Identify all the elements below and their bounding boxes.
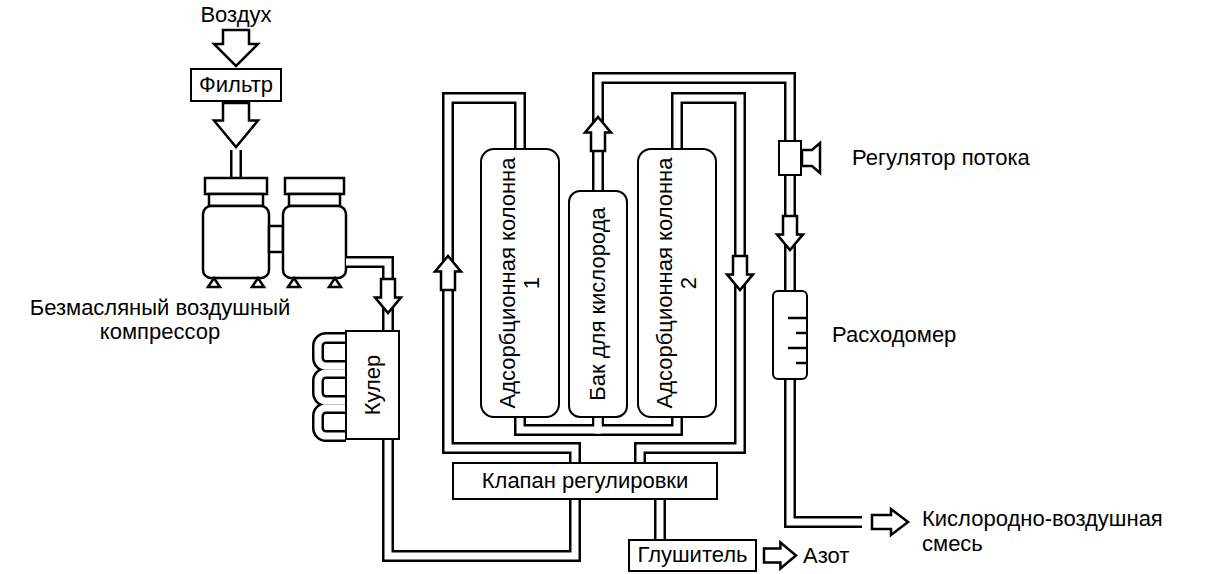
- adsorption-column: Адсорбционная колонна 1: [480, 148, 560, 418]
- pipe-connector-inner: [520, 418, 598, 430]
- node-label: Кулер: [360, 338, 384, 432]
- pipe-connector-inner: [448, 98, 575, 462]
- oxygen-out-arrow: [872, 509, 908, 535]
- node-label: Адсорбционная колонна 2: [653, 156, 701, 410]
- cooler-coil: [318, 338, 346, 366]
- pipe-connector: [598, 418, 677, 430]
- output-pipe: [790, 380, 862, 522]
- compressor-link: [269, 226, 283, 252]
- node-label: Расходомер: [832, 323, 956, 347]
- flow-arrow: [727, 256, 753, 290]
- node-label: Бак для кислорода: [586, 198, 610, 410]
- cooler-coil: [318, 373, 347, 401]
- node-label: Глушитель: [637, 543, 747, 567]
- output-label: Кислородно-воздушная смесь: [922, 506, 1222, 557]
- compressor-figure: [203, 178, 346, 287]
- node-label: Безмасляный воздушный компрессор: [10, 296, 310, 344]
- cooler-coil: [318, 408, 347, 436]
- adsorption-column: Адсорбционная колонна 2: [637, 148, 717, 418]
- pipe-outline: [346, 78, 790, 556]
- compressor-cap: [205, 178, 267, 194]
- cooler-coil: [318, 373, 346, 401]
- pipe-inner: [236, 148, 862, 522]
- scale-tick: [788, 347, 808, 350]
- compressor-foot: [288, 278, 300, 287]
- cooler-coil: [318, 338, 347, 366]
- air-arrow: [214, 30, 258, 66]
- block-arrow: [214, 103, 258, 147]
- compressor-foot: [208, 278, 220, 287]
- pipe-inner: [346, 78, 790, 556]
- node-label: Адсорбционная колонна 1: [496, 156, 544, 410]
- compressor-foot: [329, 278, 341, 287]
- compressor-cap: [285, 178, 344, 194]
- compressor-foot: [252, 278, 264, 287]
- pipe-connector: [520, 418, 598, 430]
- nitrogen-label: Азот: [803, 543, 923, 568]
- muffler-box: Глушитель: [628, 539, 757, 572]
- pipe-connector-inner: [657, 500, 664, 539]
- compressor-band: [289, 194, 340, 206]
- output-pipe: [790, 378, 862, 522]
- flow-arrow: [375, 279, 401, 313]
- pipe-connector: [448, 98, 575, 462]
- oxygen-tank: Бак для кислорода: [568, 190, 628, 418]
- cooler-box: Кулер: [345, 330, 400, 440]
- flowmeter-scale: [788, 318, 808, 363]
- compressor-body: [283, 206, 346, 278]
- flow-arrow: [585, 117, 611, 151]
- node-label: Фильтр: [199, 73, 273, 97]
- compressor-band: [209, 194, 263, 206]
- flow-regulator: Регулятор потока: [778, 140, 802, 176]
- flow-arrow: [435, 256, 461, 290]
- filter-box: Фильтр: [190, 68, 282, 102]
- compressor: Безмасляный воздушный компрессор: [196, 148, 346, 290]
- regulator-knob: [802, 143, 820, 173]
- pipe-connector: [654, 500, 666, 539]
- compressor-body: [203, 206, 269, 278]
- control-valve: Клапан регулировки: [452, 462, 718, 500]
- node-label: Регулятор потока: [852, 146, 1030, 170]
- cooler-coil: [318, 408, 346, 436]
- air-label: Воздух: [136, 2, 336, 27]
- flowmeter: Расходомер: [772, 290, 808, 380]
- pipe-connector-inner: [598, 418, 677, 430]
- flow-arrow: [777, 216, 803, 250]
- flow-arrows: [214, 103, 803, 569]
- scale-tick: [788, 317, 808, 320]
- nitrogen-out-arrow: [764, 543, 796, 569]
- node-label: Клапан регулировки: [482, 469, 689, 493]
